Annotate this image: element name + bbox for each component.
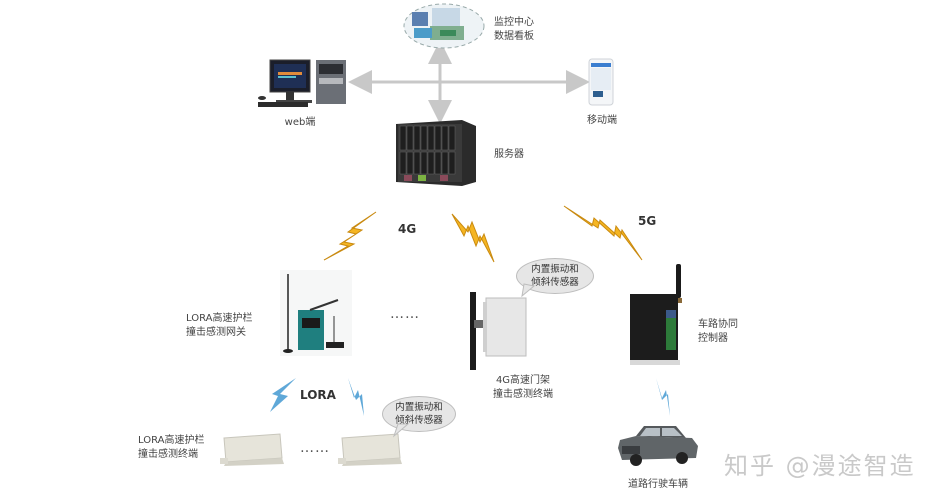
link-label-5g: 5G [638,214,657,228]
ellipsis-terminals: …… [300,440,330,456]
lightning-4g-icon [323,211,377,261]
monitor-center-image [403,3,485,49]
watermark: 知乎 @漫途智造 [724,452,916,480]
lora-terminal-label: 撞击感测终端 [138,449,198,460]
lora-gateway-label: 撞击感测网关 [186,327,246,338]
lora-gateway-image [280,270,352,356]
lightning-5g-icon [563,205,643,261]
gantry-terminal-label: 撞击感测终端 [493,389,553,400]
lora-gateway-label: LORA高速护栏 [186,313,253,324]
monitor-center-label: 监控中心 [494,17,534,28]
link-label-lora: LORA [300,388,336,402]
lightning-lora-right-icon [348,378,364,416]
link-label-4g: 4G [398,222,417,236]
blade-server-icon [396,120,476,186]
vehicle-label: 道路行驶车辆 [628,479,688,490]
ellipsis-gateways: …… [390,306,420,322]
monitor-center-label: 数据看板 [494,31,534,42]
bubble-text: 内置振动和 [531,264,579,275]
smartphone-icon [588,58,614,106]
v2x-controller-image [630,264,682,365]
v2x-controller-label: 车路协同 [698,319,738,330]
bubble-text: 内置振动和 [395,402,443,413]
desktop-computer-icon [258,59,346,107]
lora-terminal-image [220,433,284,466]
lightning-gantry-icon [451,213,495,263]
server-label: 服务器 [494,149,524,160]
bubble-tail [521,283,536,298]
bubble-text: 倾斜传感器 [395,415,443,426]
lora-terminal-image [338,433,402,466]
web-client-label: web端 [284,117,316,128]
gantry-terminal-image [470,292,527,370]
bubble-tail [392,423,410,438]
car-image [618,426,698,466]
lightning-vehicle-icon [656,378,670,416]
gantry-terminal-label: 4G高速门架 [495,375,551,386]
sensor-bubble-lora: 内置振动和 倾斜传感器 [382,396,456,432]
v2x-controller-label: 控制器 [698,333,728,344]
lora-terminal-label: LORA高速护栏 [138,435,205,446]
mobile-client-label: 移动端 [587,115,617,126]
lightning-lora-left-icon [270,378,296,412]
bubble-text: 倾斜传感器 [531,277,579,288]
